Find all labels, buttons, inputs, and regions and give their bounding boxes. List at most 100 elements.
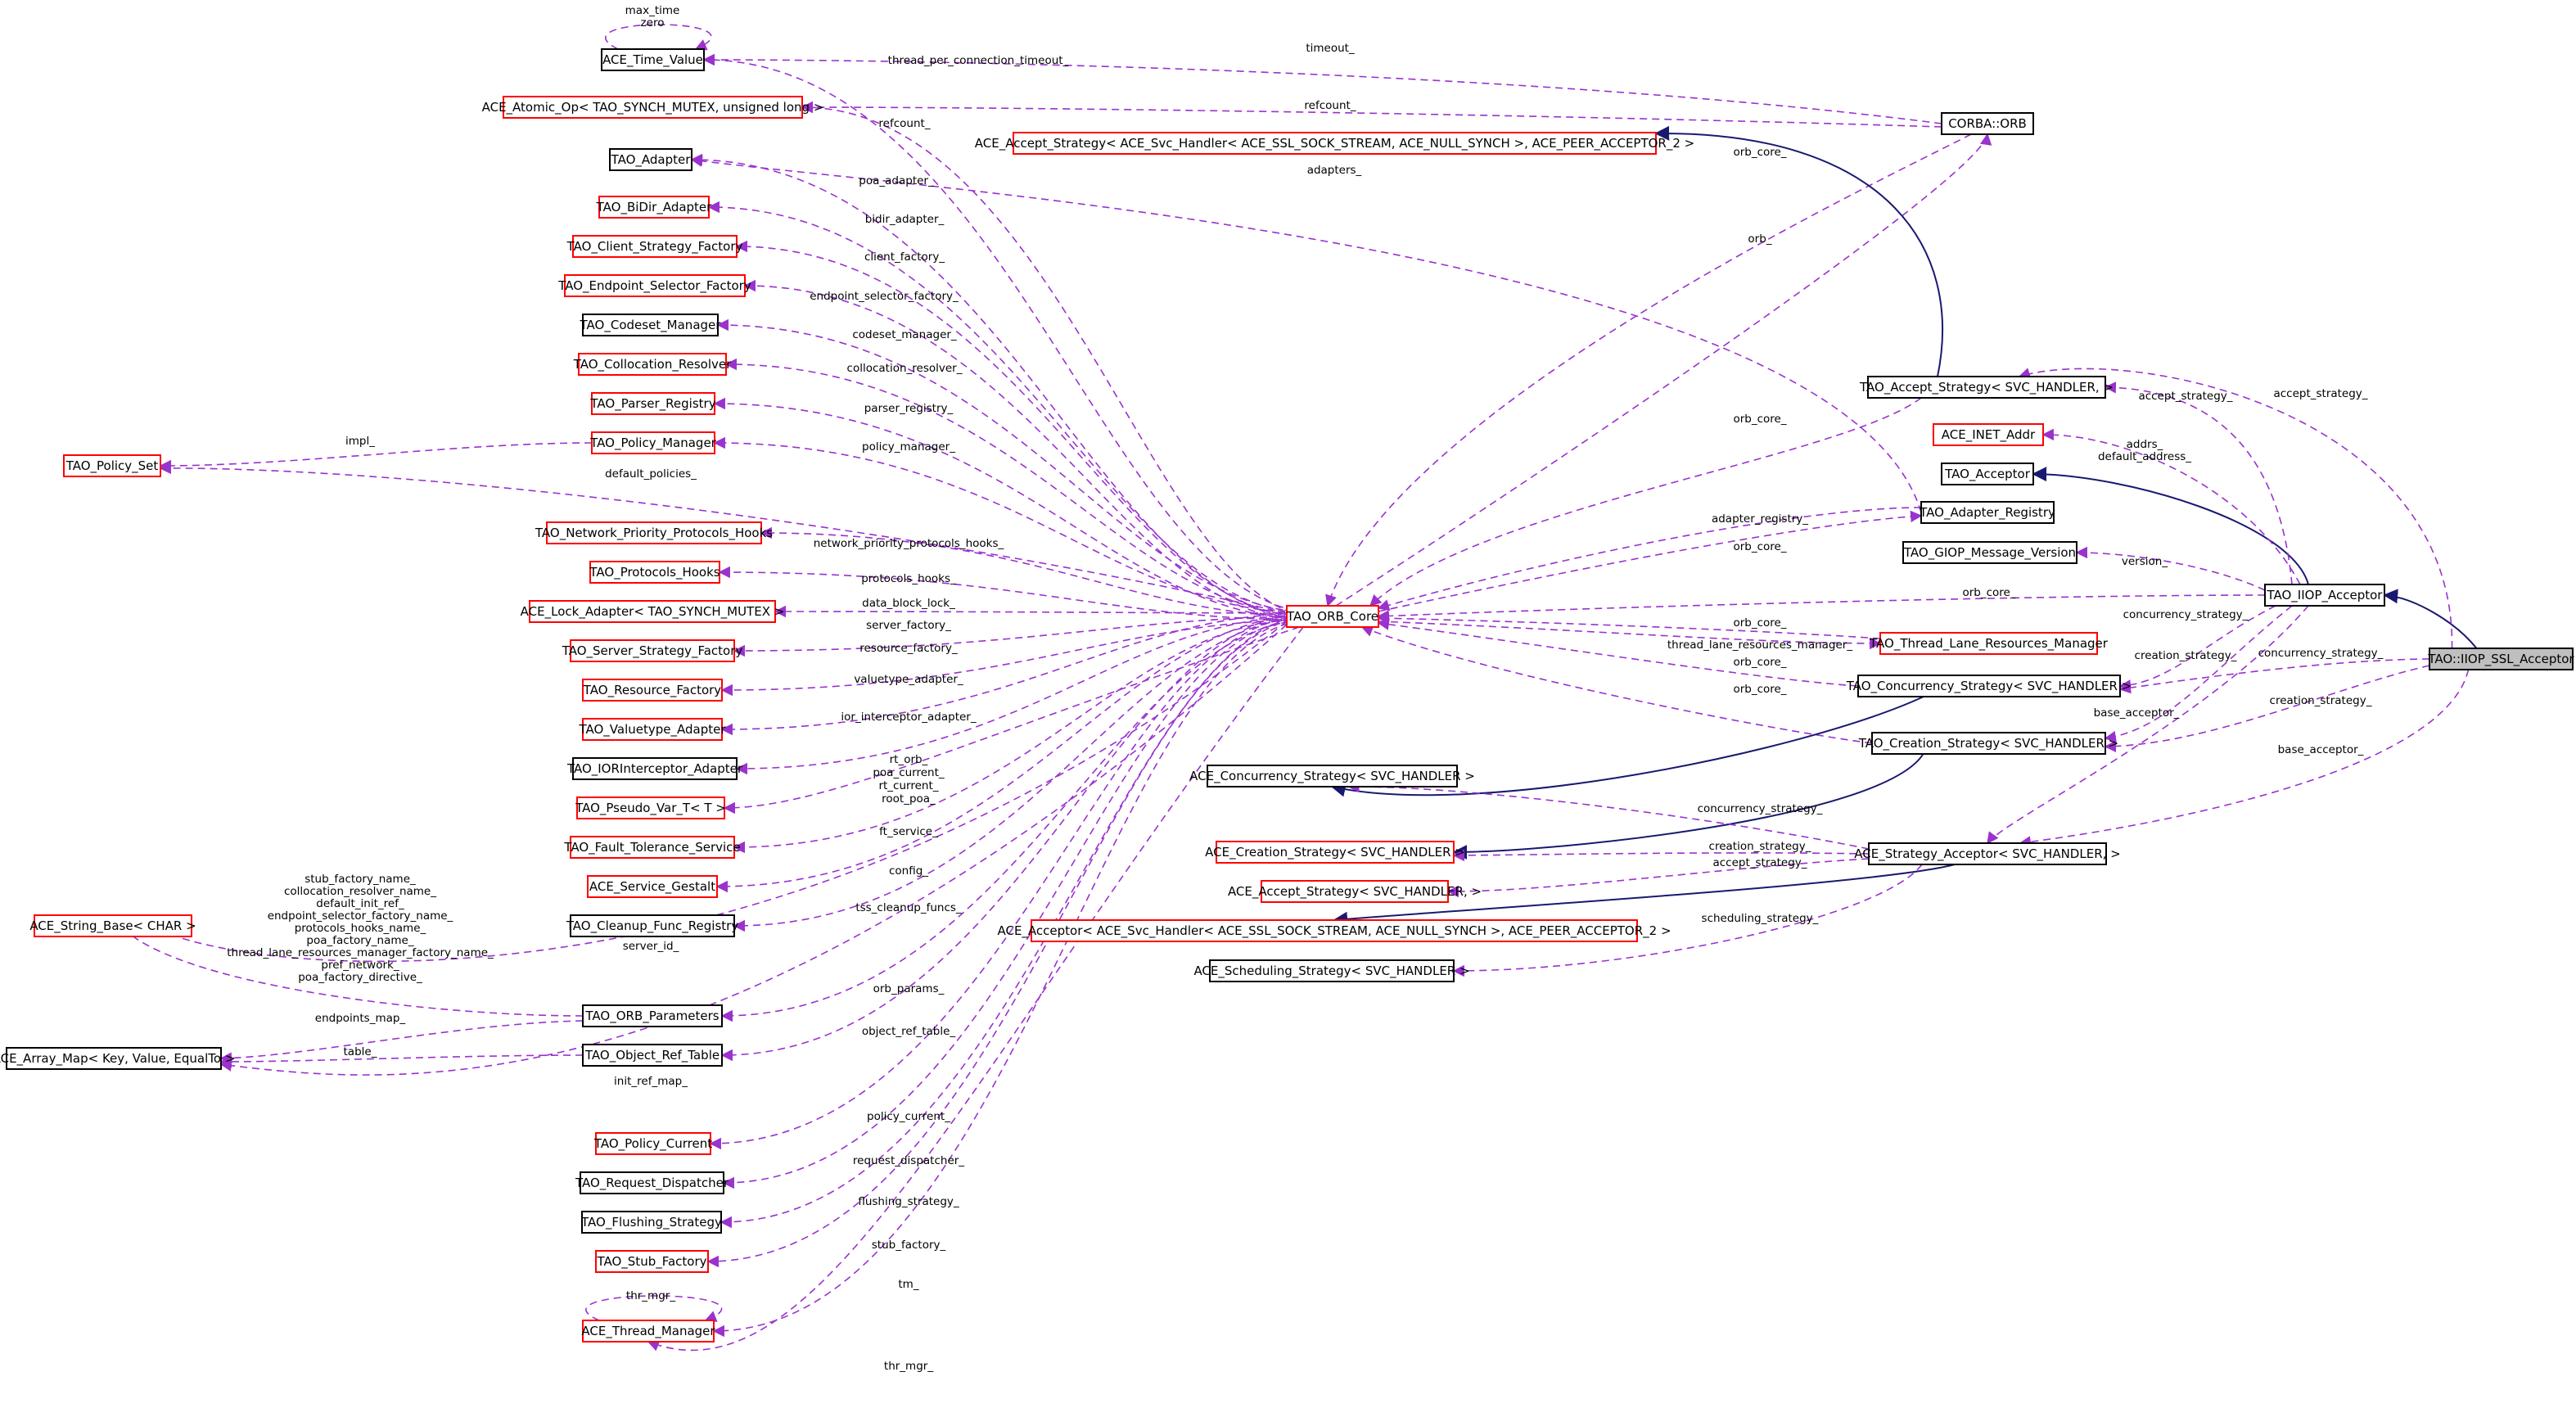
class-node-giop-message-version[interactable]: TAO_GIOP_Message_Version	[1902, 541, 2077, 564]
class-node-ace-creation-strategy[interactable]: ACE_Creation_Strategy< SVC_HANDLER >	[1205, 841, 1465, 864]
class-node-box	[1941, 112, 2034, 135]
class-node-ace-accept-strategy[interactable]: ACE_Accept_Strategy< SVC_HANDLER, >	[1228, 880, 1482, 903]
class-node-box	[63, 454, 161, 477]
class-node-iorinterceptor-adapter[interactable]: TAO_IORInterceptor_Adapter	[566, 757, 743, 780]
edge-label: table_	[344, 1045, 377, 1058]
class-node-tao-creation-strategy[interactable]: TAO_Creation_Strategy< SVC_HANDLER >	[1858, 732, 2119, 755]
edge-label: valuetype_adapter_	[854, 673, 963, 686]
class-node-accept-strategy-ssl[interactable]: ACE_Accept_Strategy< ACE_Svc_Handler< AC…	[975, 132, 1695, 155]
class-node-label: TAO_Codeset_Manager	[580, 318, 722, 333]
class-node-cleanup-func-registry[interactable]: TAO_Cleanup_Func_Registry	[566, 914, 738, 937]
edge-orb-core-service-gestalt	[715, 612, 1320, 893]
class-node-policy-set[interactable]: TAO_Policy_Set	[63, 454, 161, 477]
class-node-box	[589, 561, 720, 584]
edge-orb-core-request-dispatcher	[722, 619, 1304, 1189]
class-node-inet-addr[interactable]: ACE_INET_Addr	[1933, 423, 2044, 446]
class-node-client-strategy-factory[interactable]: TAO_Client_Strategy_Factory	[566, 235, 743, 258]
class-node-label: ACE_Strategy_Acceptor< SVC_HANDLER, >	[1854, 846, 2120, 862]
edge-label: thread_lane_resources_manager_factory_na…	[227, 946, 494, 959]
class-node-box	[1013, 132, 1657, 155]
class-node-tao-acceptor[interactable]: TAO_Acceptor	[1941, 463, 2034, 485]
class-node-box	[582, 718, 723, 741]
class-node-adapter-registry[interactable]: TAO_Adapter_Registry	[1919, 501, 2055, 524]
edge-orb-core-thread-manager	[712, 619, 1314, 1338]
class-node-policy-current[interactable]: TAO_Policy_Current	[593, 1132, 712, 1155]
edge-label: rt_orb_	[890, 753, 928, 766]
class-node-string-base[interactable]: ACE_String_Base< CHAR >	[29, 914, 196, 937]
class-node-box	[598, 196, 710, 219]
class-node-collocation-resolver[interactable]: TAO_Collocation_Resolver	[573, 353, 732, 376]
edge-label: policy_manager_	[862, 440, 955, 454]
class-node-time-value[interactable]: ACE_Time_Value	[601, 48, 705, 71]
class-node-policy-manager[interactable]: TAO_Policy_Manager	[589, 431, 717, 454]
edge-label: concurrency_strategy_	[2123, 608, 2249, 621]
class-node-strategy-acceptor[interactable]: ACE_Strategy_Acceptor< SVC_HANDLER, >	[1854, 842, 2121, 865]
class-node-codeset-manager[interactable]: TAO_Codeset_Manager	[580, 314, 722, 336]
edge-ssl-concurrency	[2118, 658, 2430, 694]
edge-creation-core	[1360, 625, 1873, 744]
class-node-label: TAO_Thread_Lane_Resources_Manager	[1869, 636, 2109, 652]
class-node-label: TAO_Adapter_Registry	[1919, 505, 2055, 521]
class-node-pseudo-var[interactable]: TAO_Pseudo_Var_T< T >	[575, 796, 726, 819]
class-node-service-gestalt[interactable]: ACE_Service_Gestalt	[587, 875, 718, 898]
class-node-tao-accept-strategy[interactable]: TAO_Accept_Strategy< SVC_HANDLER, >	[1859, 376, 2114, 399]
class-node-server-strategy-factory[interactable]: TAO_Server_Strategy_Factory	[562, 639, 743, 662]
class-node-network-priority-hooks[interactable]: TAO_Network_Priority_Protocols_Hooks	[535, 521, 773, 544]
class-node-lock-adapter[interactable]: ACE_Lock_Adapter< TAO_SYNCH_MUTEX >	[521, 600, 785, 623]
edge-label: pref_network_	[321, 959, 399, 972]
class-node-ace-concurrency-strategy[interactable]: ACE_Concurrency_Strategy< SVC_HANDLER >	[1189, 765, 1475, 787]
class-node-scheduling-strategy[interactable]: ACE_Scheduling_Strategy< SVC_HANDLER >	[1193, 959, 1470, 982]
class-node-fault-tolerance-service[interactable]: TAO_Fault_Tolerance_Service	[563, 836, 741, 859]
class-node-corba-orb[interactable]: CORBA::ORB	[1941, 112, 2034, 135]
class-node-object-ref-table[interactable]: TAO_Object_Ref_Table	[582, 1044, 723, 1067]
class-node-label: ACE_Thread_Manager	[581, 1324, 715, 1339]
edge-label: config_	[889, 864, 928, 878]
edge-label: refcount_	[1304, 99, 1356, 112]
edge-label: tm_	[898, 1278, 918, 1291]
edge-label: endpoint_selector_factory_name_	[268, 909, 453, 923]
class-node-thread-manager[interactable]: ACE_Thread_Manager	[581, 1320, 715, 1343]
class-node-tao-concurrency-strategy[interactable]: TAO_Concurrency_Strategy< SVC_HANDLER >	[1846, 675, 2132, 697]
edge-label: zero	[641, 16, 665, 29]
class-node-protocols-hooks[interactable]: TAO_Protocols_Hooks	[589, 561, 720, 584]
class-node-iiop-ssl-acceptor[interactable]: TAO::IIOP_SSL_Acceptor	[2427, 648, 2574, 670]
class-node-bidir-adapter[interactable]: TAO_BiDir_Adapter	[596, 196, 712, 219]
edge-label: bidir_adapter_	[865, 213, 945, 226]
class-node-valuetype-adapter[interactable]: TAO_Valuetype_Adapter	[578, 718, 726, 741]
edge-orb-core-endpoint-selector-factory	[743, 279, 1304, 621]
edge-time-value-self	[604, 24, 712, 51]
class-node-box	[582, 1044, 723, 1067]
edge-policy-manager-policy-set	[159, 442, 593, 472]
class-node-parser-registry[interactable]: TAO_Parser_Registry	[589, 392, 716, 415]
class-node-stub-factory[interactable]: TAO_Stub_Factory	[595, 1250, 709, 1273]
class-node-iiop-acceptor[interactable]: TAO_IIOP_Acceptor	[2264, 584, 2385, 607]
edge-orb-core-valuetype-adapter	[720, 612, 1311, 736]
class-node-flushing-strategy[interactable]: TAO_Flushing_Strategy	[580, 1211, 722, 1234]
class-node-label: TAO_Endpoint_Selector_Factory	[557, 278, 751, 294]
edge-label: ft_service_	[879, 825, 938, 838]
edge-ssl-creation	[2104, 665, 2430, 752]
edge-iiop-concurrency	[2118, 605, 2276, 692]
class-node-ace-acceptor-ssl[interactable]: ACE_Acceptor< ACE_Svc_Handler< ACE_SSL_S…	[997, 919, 1671, 942]
class-node-resource-factory[interactable]: TAO_Resource_Factory	[582, 679, 723, 702]
edge-label: thr_mgr_	[626, 1289, 675, 1302]
class-node-endpoint-selector-factory[interactable]: TAO_Endpoint_Selector_Factory	[557, 274, 751, 297]
edge-label: endpoints_map_	[315, 1012, 406, 1025]
class-node-label: TAO_Adapter	[611, 152, 692, 168]
edge-inherit-accept-strategy	[1654, 125, 1944, 377]
class-node-label: TAO_Parser_Registry	[589, 396, 715, 412]
edge-iiop-accept-strategy	[2104, 381, 2293, 585]
class-node-label: TAO_Flushing_Strategy	[580, 1215, 722, 1230]
class-node-label: TAO_Valuetype_Adapter	[578, 722, 726, 738]
class-node-label: ACE_Array_Map< Key, Value, EqualTo >	[0, 1051, 235, 1067]
class-node-request-dispatcher[interactable]: TAO_Request_Dispatcher	[575, 1171, 729, 1194]
edge-label: collocation_resolver_	[847, 362, 963, 375]
class-node-atomic-op[interactable]: ACE_Atomic_Op< TAO_SYNCH_MUTEX, unsigned…	[482, 96, 824, 119]
class-node-adapter[interactable]: TAO_Adapter	[609, 148, 692, 171]
class-node-thread-lane-resources-manager[interactable]: TAO_Thread_Lane_Resources_Manager	[1869, 632, 2109, 655]
class-node-array-map[interactable]: ACE_Array_Map< Key, Value, EqualTo >	[0, 1047, 235, 1070]
edge-orb-core-policy-manager	[713, 436, 1311, 614]
class-node-orb-parameters[interactable]: TAO_ORB_Parameters	[582, 1004, 723, 1027]
class-node-orb-core[interactable]: TAO_ORB_Core	[1286, 605, 1379, 628]
class-node-label: TAO_Resource_Factory	[583, 683, 722, 698]
